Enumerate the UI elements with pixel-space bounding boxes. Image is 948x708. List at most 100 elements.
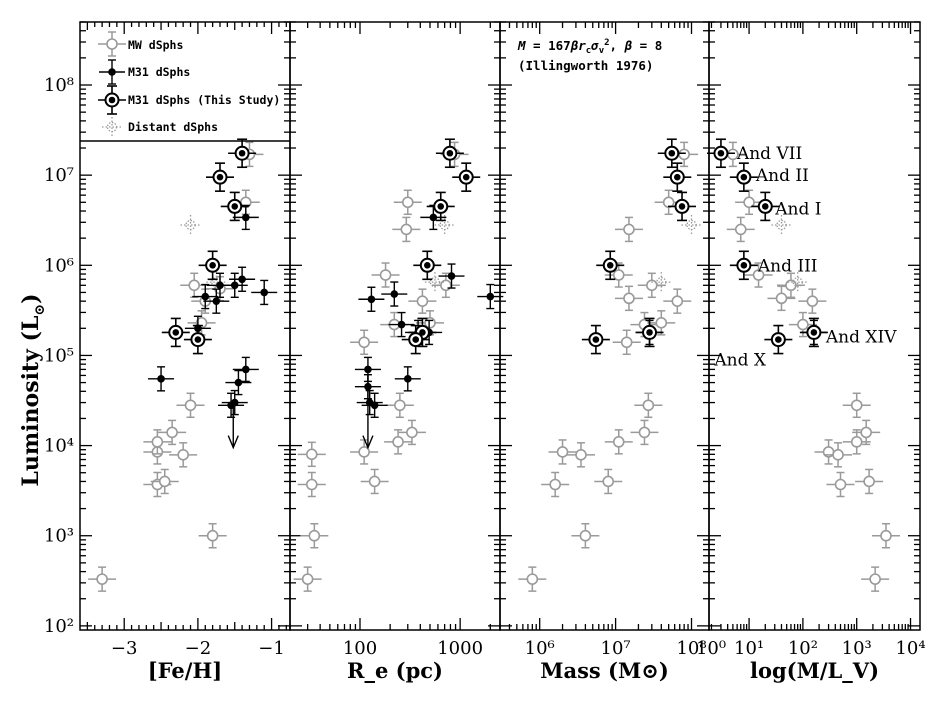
data-point-mwdsphs <box>744 262 773 288</box>
marker-dot <box>367 295 376 304</box>
marker-dot <box>437 203 445 210</box>
data-point-m31dsphsthisstudy <box>161 317 190 348</box>
marker-dot <box>238 275 246 284</box>
marker-circle <box>579 529 592 542</box>
data-point-distantdsphs <box>651 272 672 293</box>
marker-circle <box>358 446 370 458</box>
data-point-mwdsphs <box>842 392 871 419</box>
data-point-mwdsphs <box>571 522 600 549</box>
data-point-m31dsphsthisstudy <box>657 138 686 169</box>
data-point-m31dsphsthisstudy <box>729 250 758 281</box>
marker-circle <box>96 573 108 585</box>
marker-dot <box>241 213 250 222</box>
marker-circle <box>863 475 875 488</box>
marker-dot <box>740 261 748 269</box>
data-point-distantdsphs <box>180 214 201 235</box>
data-point-distantdsphs <box>102 117 122 137</box>
marker-circle <box>106 38 118 50</box>
marker-dot <box>390 290 399 298</box>
data-point-mwdsphs <box>158 419 187 446</box>
data-point-m31dsphsthisstudy <box>183 324 212 355</box>
data-point-mwdsphs <box>385 392 414 419</box>
data-point-mwdsphs <box>198 522 227 549</box>
data-point-m31dsphsthisstudy <box>220 191 249 222</box>
marker-circle <box>752 269 765 281</box>
marker-dot <box>761 203 769 210</box>
data-point-distantdsphs <box>787 272 808 293</box>
marker-dot <box>446 149 454 157</box>
x-axis-title-3: Mass (M⊙) <box>540 658 669 683</box>
annotation-label: And I <box>774 199 821 219</box>
marker-dot <box>364 365 372 374</box>
marker-circle <box>358 336 370 349</box>
x-axis-title-2: R_e (pc) <box>347 658 443 683</box>
data-point-m31dsphs <box>232 204 259 231</box>
marker-dotted <box>185 219 196 231</box>
data-point-mwdsphs <box>371 262 400 288</box>
annotation-label: And XIV <box>825 327 897 347</box>
data-point-mwdsphs <box>604 262 633 288</box>
data-point-distantdsphs <box>681 214 702 235</box>
marker-circle <box>301 573 314 585</box>
x-tick-label: −2 <box>185 638 212 659</box>
marker-dot <box>194 336 202 343</box>
upper-limit-arrowhead <box>362 435 374 450</box>
data-point-m31dsphs <box>477 283 504 310</box>
data-point-mwdsphs <box>861 566 890 592</box>
data-point-mwdsphs <box>630 311 659 338</box>
data-point-mwdsphs <box>150 468 179 495</box>
data-point-m31dsphs <box>221 272 248 298</box>
data-point-mwdsphs <box>735 189 764 216</box>
y-tick-label: 10⁷ <box>44 165 74 186</box>
data-point-m31dsphs <box>99 59 125 85</box>
data-point-m31dsphsthisstudy <box>596 250 625 281</box>
data-point-mwdsphs <box>798 288 827 314</box>
marker-dot <box>201 292 210 301</box>
annotation-label: And VII <box>736 144 802 164</box>
data-point-distantdsphs <box>771 214 792 235</box>
data-point-m31dsphs <box>251 279 278 306</box>
data-point-mwdsphs <box>614 216 643 243</box>
marker-dot <box>412 336 420 343</box>
data-point-m31dsphsthisstudy <box>435 138 464 169</box>
data-point-m31dsphsthisstudy <box>452 162 481 192</box>
marker-circle <box>379 269 392 281</box>
marker-circle <box>206 529 219 542</box>
x-axis-title-4: log(M/L_V) <box>750 658 879 683</box>
marker-dot <box>462 173 470 181</box>
marker-circle <box>549 478 561 491</box>
data-point-mwdsphs <box>541 471 570 498</box>
marker-circle <box>556 446 569 458</box>
data-point-mwdsphs <box>767 285 796 312</box>
data-point-mwdsphs <box>663 288 692 314</box>
marker-circle <box>177 449 189 461</box>
marker-circle <box>305 478 318 491</box>
data-point-m31dsphs <box>229 266 256 292</box>
marker-circle <box>860 426 872 439</box>
data-point-mwdsphs <box>630 419 659 446</box>
data-point-mwdsphs <box>594 468 623 495</box>
marker-circle <box>184 399 197 412</box>
data-point-m31dsphs <box>192 283 219 310</box>
marker-circle <box>880 529 892 542</box>
data-point-mwdsphs <box>852 419 881 446</box>
data-point-m31dsphsthisstudy <box>751 191 780 222</box>
marker-dot <box>674 173 681 181</box>
marker-circle <box>797 318 809 331</box>
formula-line2: (Illingworth 1976) <box>518 58 653 73</box>
data-point-mwdsphs <box>604 429 633 455</box>
marker-dot <box>810 329 818 336</box>
data-point-m31dsphs <box>218 392 245 418</box>
data-point-m31dsphs <box>221 389 248 416</box>
marker-dot <box>230 281 239 290</box>
data-point-mwdsphs <box>824 442 853 468</box>
data-point-m31dsphsthisstudy <box>206 162 234 192</box>
data-point-m31dsphsthisstudy <box>228 138 257 169</box>
data-point-mwdsphs <box>548 439 577 465</box>
marker-circle <box>166 426 178 439</box>
data-point-m31dsphsthisstudy <box>799 317 828 348</box>
x-tick-label: 10² <box>788 638 818 659</box>
data-point-mwdsphs <box>143 429 172 455</box>
